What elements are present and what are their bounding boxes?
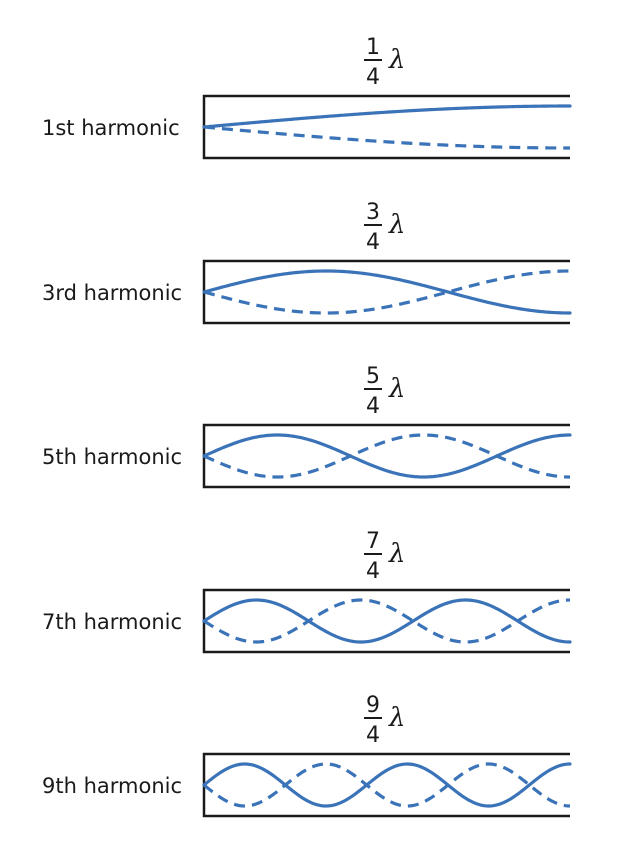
wavelength-fraction: 3 4λ [364, 200, 405, 255]
harmonic-7: 7 4λ 7th harmonic [42, 529, 572, 654]
fraction-numerator: 5 [366, 364, 380, 389]
harmonic-label: 5th harmonic [42, 445, 182, 469]
standing-wave-solid [202, 762, 572, 808]
standing-wave-dashed [202, 762, 571, 808]
fraction-denominator: 4 [366, 559, 380, 584]
fraction-numerator: 1 [366, 35, 380, 60]
lambda-symbol: λ [388, 374, 405, 404]
harmonic-label: 3rd harmonic [42, 281, 182, 305]
standing-wave-solid [202, 104, 572, 129]
fraction-denominator: 4 [366, 394, 380, 419]
harmonic-label: 9th harmonic [42, 774, 182, 798]
fraction-denominator: 4 [366, 230, 380, 255]
standing-wave-solid [202, 433, 572, 479]
tube-outline [202, 752, 570, 818]
standing-wave-dashed [203, 125, 570, 150]
harmonic-3: 3 4λ 3rd harmonic [42, 200, 572, 325]
harmonic-label: 1st harmonic [42, 116, 180, 140]
harmonic-9: 9 4λ 9th harmonic [42, 693, 572, 818]
standing-wave-dashed [203, 269, 571, 315]
lambda-symbol: λ [388, 210, 405, 240]
lambda-symbol: λ [388, 539, 405, 569]
wavelength-fraction: 5 4λ [364, 364, 405, 419]
standing-wave-solid [202, 598, 572, 644]
harmonic-5: 5 4λ 5th harmonic [42, 364, 572, 489]
lambda-symbol: λ [388, 703, 405, 733]
wavelength-fraction: 7 4λ [364, 529, 405, 584]
fraction-numerator: 9 [366, 693, 380, 718]
wavelength-fraction: 1 4λ [364, 35, 405, 90]
lambda-symbol: λ [388, 45, 405, 75]
tube-outline [202, 423, 570, 489]
tube-outline [202, 259, 570, 325]
wavelength-fraction: 9 4λ [364, 693, 405, 748]
fraction-denominator: 4 [366, 65, 380, 90]
standing-wave-dashed [203, 598, 571, 644]
fraction-numerator: 7 [366, 529, 380, 554]
fraction-numerator: 3 [366, 200, 380, 225]
harmonic-label: 7th harmonic [42, 610, 182, 634]
standing-wave-dashed [203, 433, 571, 479]
fraction-denominator: 4 [366, 723, 380, 748]
standing-wave-solid [202, 269, 572, 315]
harmonic-1: 1 4λ 1st harmonic [42, 35, 572, 160]
